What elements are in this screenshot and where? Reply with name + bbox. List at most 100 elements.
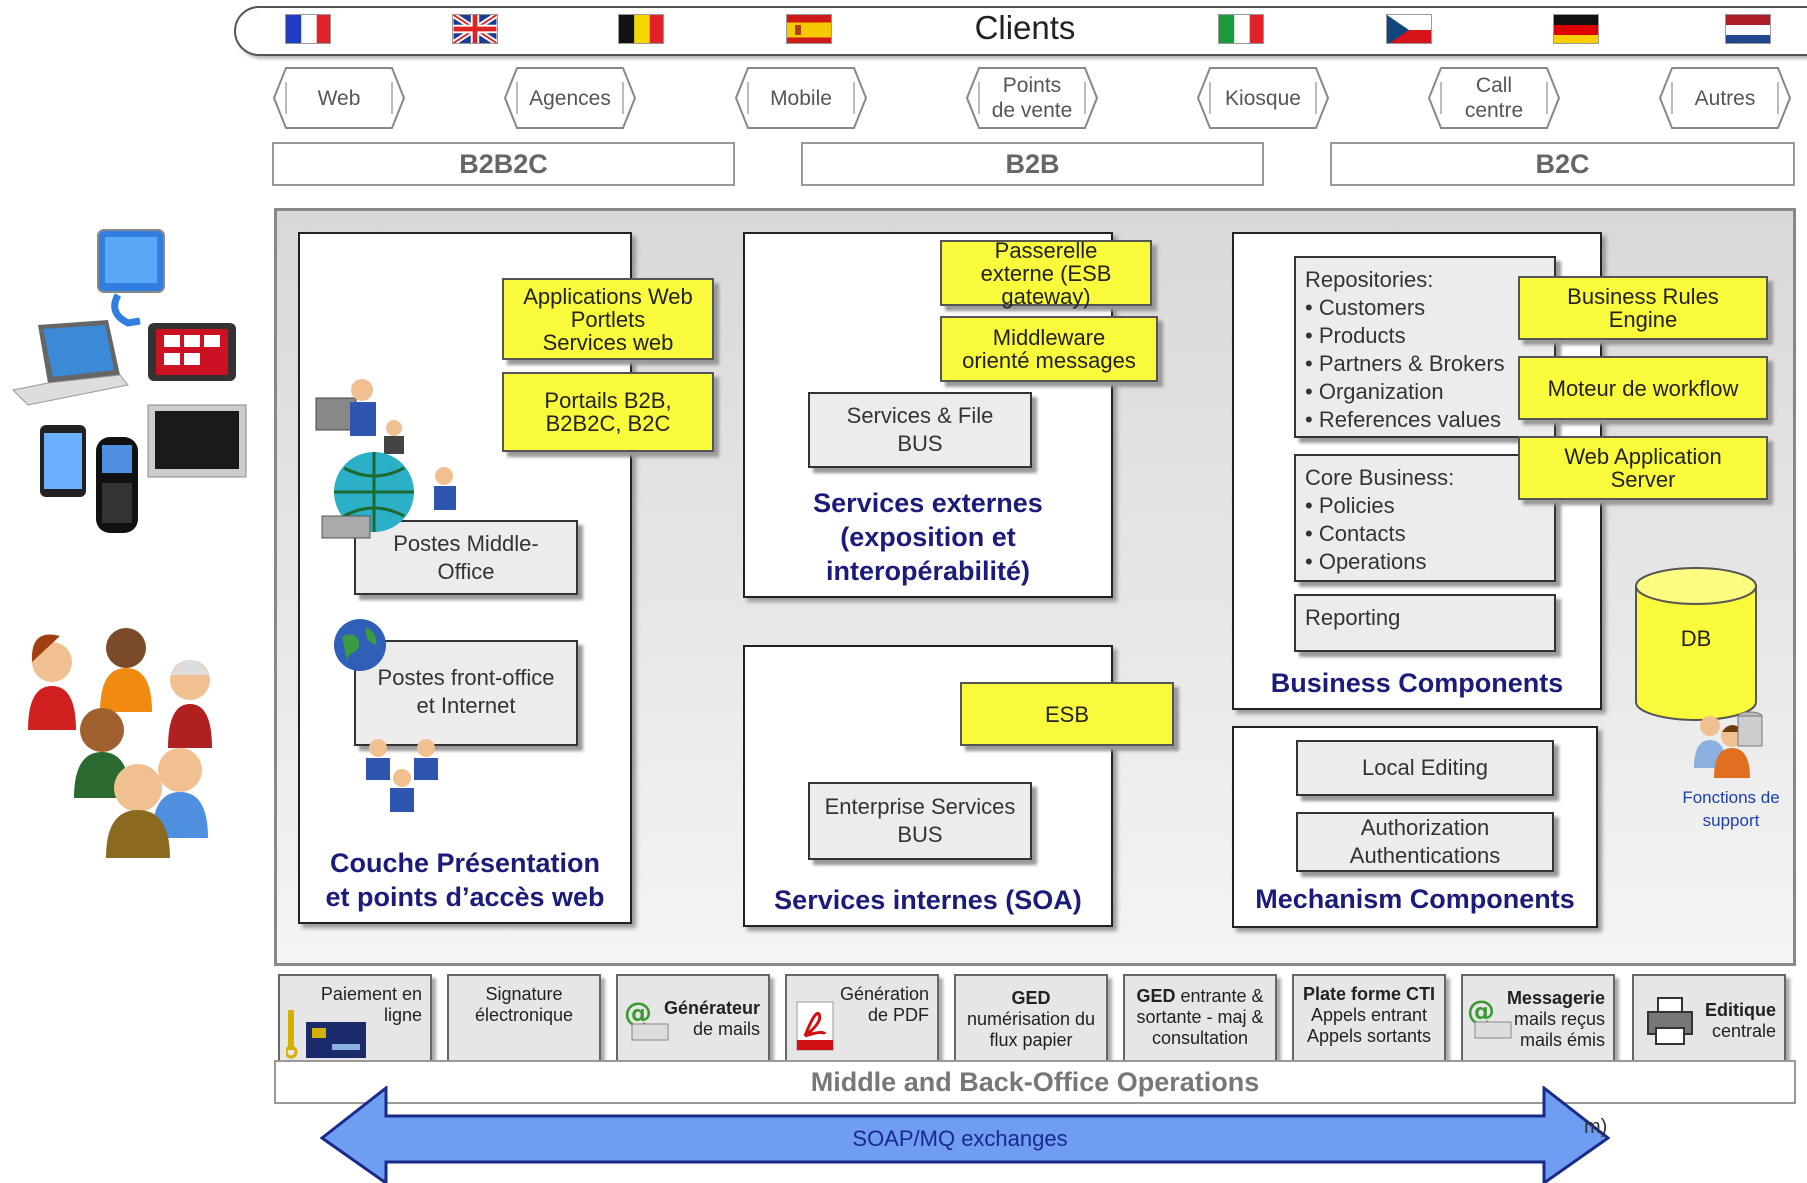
channel-label: Web [317,86,361,110]
users-group-icon [366,739,438,812]
printer-icon [1647,997,1693,1045]
person-icon [28,634,76,730]
core-business-list: Policies Contacts Operations [1305,492,1554,576]
authorization-box: Authorization Authentications [1296,812,1554,872]
list-item: Customers [1305,294,1554,322]
channel-label: Kiosque [1225,86,1301,110]
email-icon: @ [1467,994,1512,1039]
back-office-title: Middle and Back-Office Operations [274,1060,1796,1104]
person-icon [106,764,170,858]
reporting-box: Reporting [1294,594,1556,652]
devices-illustration [11,229,247,533]
channel-label: Autres [1694,86,1756,110]
italy-flag [1218,14,1264,44]
service-ged-entrante-label: GED entrante & sortante - maj & consulta… [1136,986,1264,1048]
belgium-flag [618,14,664,44]
core-business-heading: Core Business: [1305,465,1455,490]
database-label: DB [1680,626,1712,651]
clients-title: Clients [974,9,1076,46]
web-application-server-box: Web Application Server [1518,436,1768,500]
laptop-icon [11,320,129,406]
person-icon [100,628,152,712]
list-item: Policies [1305,492,1554,520]
netherlands-flag [1725,14,1771,44]
spain-flag [786,14,832,44]
list-item: Contacts [1305,520,1554,548]
middleware-box: Middleware orienté messages [940,316,1158,382]
passerelle-box: Passerelle externe (ESB gateway) [940,239,1152,308]
credit-card-icon [286,1010,366,1059]
services-internes-title: Services internes (SOA) [774,885,1082,915]
soap-label: SOAP/MQ exchanges [852,1126,1068,1151]
soap-label-suffix: m) [1584,1116,1608,1138]
channel-label: Call centre [1464,74,1524,122]
channel-call-centre: Call centre [1427,64,1561,132]
enterprise-services-bus-box: Enterprise Services BUS [808,782,1032,860]
presentation-title: Couche Présentation et points d’accès we… [325,848,605,912]
france-flag [285,14,331,44]
support-functions-label: Fonctions de support [1682,788,1780,830]
reporting-label: Reporting [1305,605,1401,630]
mechanism-components-title: Mechanism Components [1255,884,1575,914]
list-item: References values [1305,406,1554,434]
tablet-icon [148,323,236,381]
services-externes-title: Services externes (exposition et interop… [813,488,1043,586]
channel-label: Mobile [770,86,832,110]
germany-flag [1553,14,1599,44]
smartphone-icon [40,425,86,497]
segment-b2b2c: B2B2C [272,142,735,186]
middle-office-box: Postes Middle- Office [354,520,578,595]
core-business-box: Core Business: Policies Contacts Operati… [1294,454,1556,582]
pdf-icon [796,1001,834,1051]
person-icon [152,748,208,838]
list-item: Operations [1305,548,1554,576]
channel-label: Points de vente [991,74,1073,122]
segment-b2c: B2C [1330,142,1795,186]
repositories-heading: Repositories: [1305,267,1434,292]
list-item: Partners & Brokers [1305,350,1554,378]
soap-exchange-arrow [320,1086,1610,1183]
people-illustration [28,628,212,858]
channel-web: Web [272,64,406,132]
channel-kiosque: Kiosque [1196,64,1330,132]
business-rules-engine-box: Business Rules Engine [1518,276,1768,340]
list-item: Products [1305,322,1554,350]
email-icon: @ [624,996,669,1041]
services-file-bus-box: Services & File BUS [808,392,1032,468]
local-editing-box: Local Editing [1296,740,1554,796]
channel-label: Agences [529,86,611,110]
support-staff-icon [1694,711,1763,778]
business-components-title: Business Components [1270,668,1564,698]
front-office-box: Postes front-office et Internet [354,640,578,746]
channel-mobile: Mobile [734,64,868,132]
czech-flag [1386,14,1432,44]
service-ged-entrante: GED entrante & sortante - maj & consulta… [1123,974,1277,1062]
person-icon [168,660,212,748]
segment-b2b: B2B [801,142,1264,186]
desk-phone-icon [97,229,165,327]
blackberry-icon [96,437,138,533]
esb-box: ESB [960,682,1174,746]
call-center-workers-icon [315,379,456,539]
list-item: Organization [1305,378,1554,406]
tv-icon [147,404,247,478]
portails-box: Portails B2B, B2B2C, B2C [502,372,714,452]
database-icon [1635,567,1757,721]
channel-autres: Autres [1658,64,1792,132]
workflow-engine-box: Moteur de workflow [1518,356,1768,420]
channel-points-de-vente: Points de vente [965,64,1099,132]
